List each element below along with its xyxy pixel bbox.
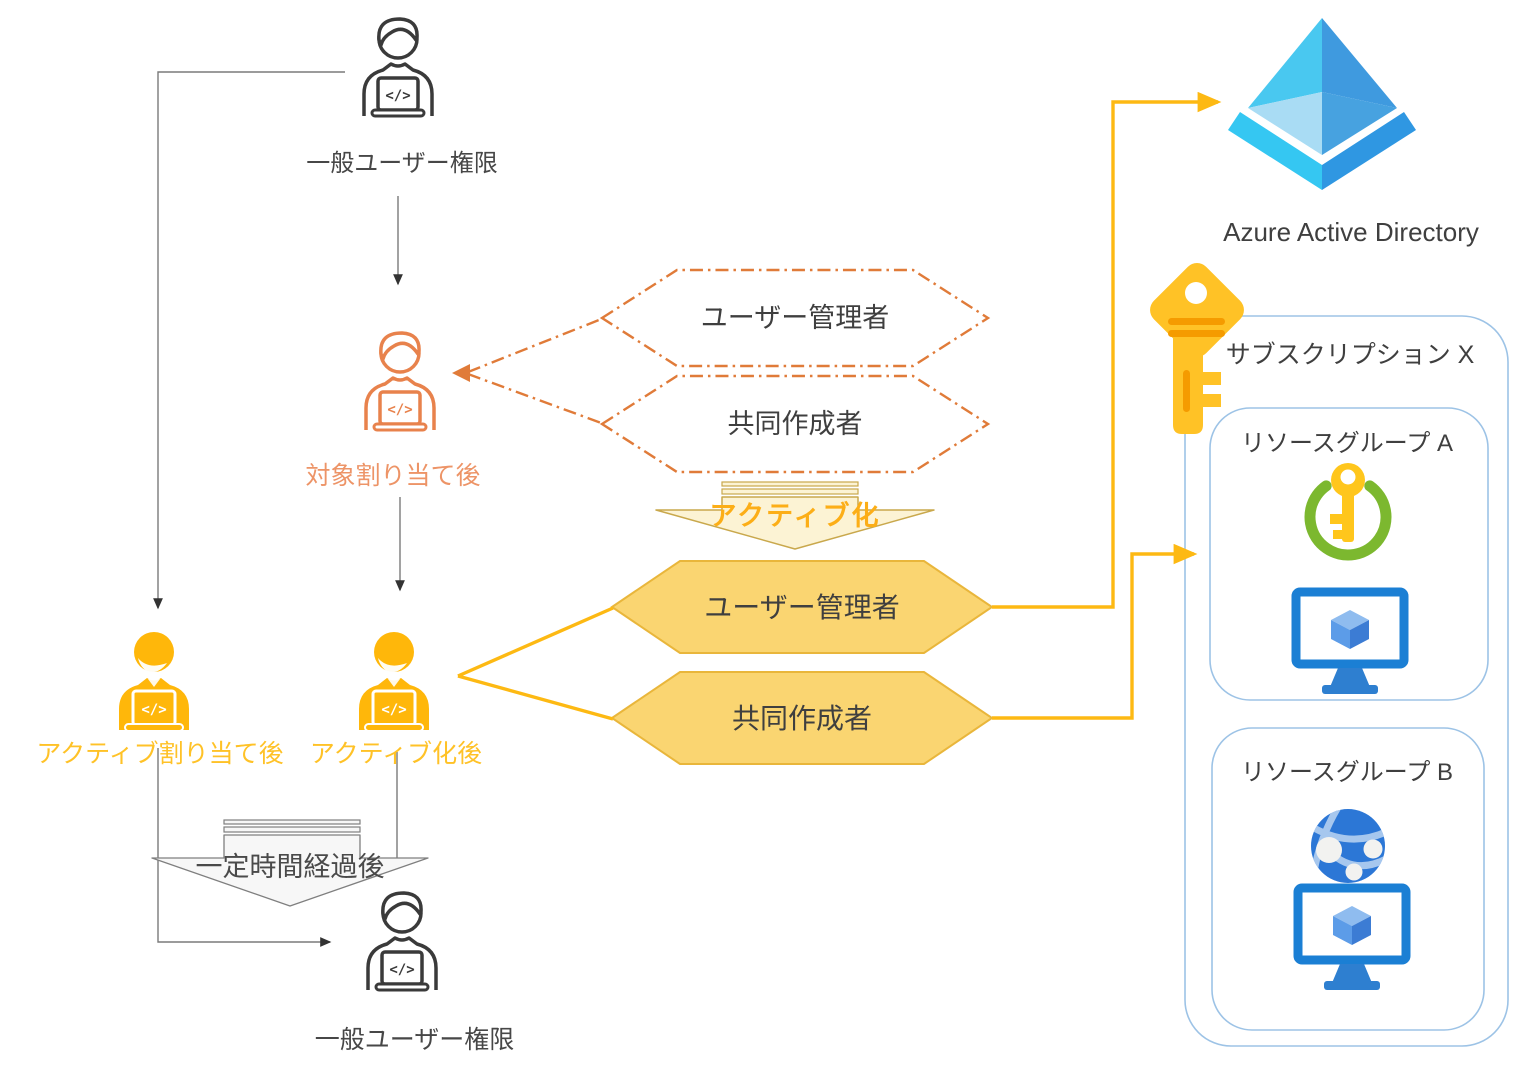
active-link-admin	[457, 606, 614, 678]
eligible-link-contributor	[467, 372, 605, 426]
active-link-contributor	[457, 674, 614, 721]
time-elapsed-banner	[151, 819, 429, 907]
laptop-code-glyph: </>	[381, 702, 406, 718]
eligible-hexagon-contributor	[599, 374, 991, 474]
laptop-code-glyph: </>	[387, 402, 412, 418]
after-activation-label: アクティブ化後	[309, 740, 483, 768]
user-icon-top: </>	[362, 17, 434, 118]
eligible-role-links	[467, 316, 605, 426]
subscription-key-icon	[1150, 263, 1244, 434]
user-icon-active-assignment: </>	[117, 630, 191, 733]
resource-group-a-label: リソースグループ A	[1240, 430, 1454, 457]
user-icon-after-assignment: </>	[364, 331, 436, 432]
subscription-label: サブスクリプション X	[1225, 341, 1475, 369]
after-assignment-label: 対象割り当て後	[305, 462, 481, 490]
eligible-links-arrowhead	[452, 364, 470, 382]
bottom-user-label: 一般ユーザー権限	[314, 1026, 515, 1054]
active-contributor-label: 共同作成者	[731, 703, 872, 734]
activation-banner-label: アクティブ化	[709, 501, 881, 531]
admin-to-aad-connector	[992, 91, 1222, 609]
active-admin-label: ユーザー管理者	[704, 592, 900, 623]
laptop-code-glyph: </>	[141, 702, 166, 718]
eligible-link-admin	[467, 316, 605, 374]
laptop-code-glyph: </>	[385, 88, 410, 104]
azure-active-directory-label: Azure Active Directory	[1223, 217, 1479, 247]
eligible-hexagon-admin	[599, 268, 991, 368]
laptop-code-glyph: </>	[389, 962, 414, 978]
time-elapsed-label: 一定時間経過後	[195, 852, 385, 882]
user-icon-bottom: </>	[366, 891, 438, 992]
azure-active-directory-icon	[1228, 18, 1416, 190]
contributor-to-rg-connector	[992, 543, 1198, 720]
connector-active-assignment-to-bottom	[157, 748, 332, 947]
resource-group-b-label: リソースグループ B	[1240, 759, 1454, 786]
connector-top-to-active-assignment	[153, 71, 345, 610]
yellow-connectors	[457, 91, 1222, 721]
top-user-label: 一般ユーザー権限	[306, 150, 498, 177]
after-active-assignment-label: アクティブ割り当て後	[36, 740, 284, 768]
eligible-admin-label: ユーザー管理者	[700, 303, 890, 333]
user-icon-after-activation: </>	[357, 630, 431, 733]
key-vault-icon	[1304, 463, 1392, 561]
activation-banner	[655, 481, 935, 550]
gray-connectors	[153, 71, 405, 947]
eligible-contributor-label: 共同作成者	[727, 409, 863, 439]
vm-icon-rg-a	[1291, 587, 1409, 694]
vm-icon-rg-b	[1293, 883, 1411, 990]
